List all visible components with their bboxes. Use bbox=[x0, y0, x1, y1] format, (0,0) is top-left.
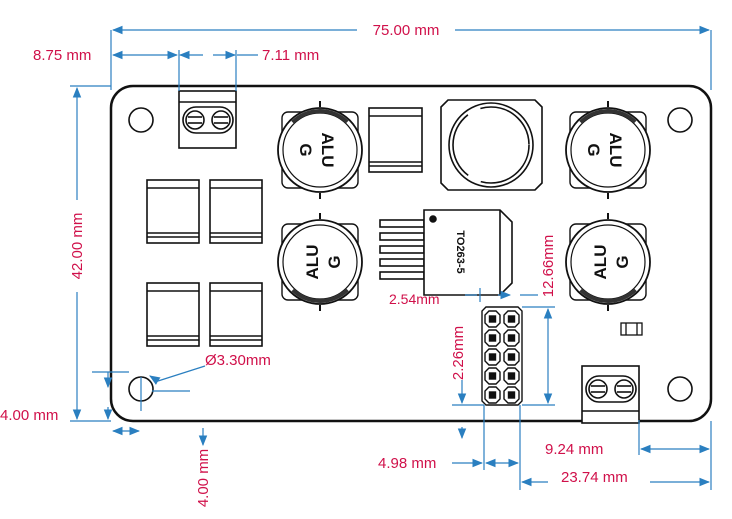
dim-left-to-terminal: 8.75 mm bbox=[33, 47, 91, 64]
smd-resistor bbox=[620, 322, 643, 336]
capacitor-label-alu: ALU bbox=[318, 133, 337, 168]
capacitor-label-g: G bbox=[296, 143, 315, 156]
capacitor-label-alu: ALU bbox=[606, 133, 625, 168]
regulator-to263: TO263-5 bbox=[379, 209, 513, 296]
smd-component-1 bbox=[146, 179, 200, 244]
capacitor-label-alu: ALU bbox=[591, 245, 610, 280]
dim-board-width: 75.00 mm bbox=[373, 22, 440, 39]
smd-component-2 bbox=[209, 179, 263, 244]
dim-header-width: 4.98 mm bbox=[378, 455, 436, 472]
dim-mount-diameter: Ø3.30mm bbox=[205, 352, 271, 369]
dim-ic-pin-pitch: 2.54mm bbox=[389, 291, 440, 307]
capacitor-label-g: G bbox=[325, 255, 344, 268]
dim-terminal-right-offset: 9.24 mm bbox=[545, 441, 603, 458]
dim-board-height: 42.00 mm bbox=[69, 213, 86, 280]
capacitor-label-g: G bbox=[613, 255, 632, 268]
capacitor-label-alu: ALU bbox=[303, 245, 322, 280]
mount-hole-bottom-right bbox=[667, 376, 693, 402]
mount-hole-top-left bbox=[128, 107, 154, 133]
capacitor-label-g: G bbox=[584, 143, 603, 156]
dimension-lines bbox=[70, 25, 712, 490]
terminal-block-bottom bbox=[581, 365, 640, 424]
smd-component-3 bbox=[146, 282, 200, 347]
dimension-labels: 75.00 mm 8.75 mm 7.11 mm 42.00 mm 4.00 m… bbox=[0, 22, 628, 507]
mounting-holes bbox=[128, 107, 693, 402]
dim-mount-offset-y: 4.00 mm bbox=[0, 407, 58, 424]
dim-header-height: 12.66mm bbox=[540, 235, 557, 298]
power-inductor bbox=[440, 99, 543, 191]
regulator-label: TO263-5 bbox=[454, 230, 466, 273]
dim-mount-offset-x: 4.00 mm bbox=[195, 449, 212, 507]
pin-header-2x5 bbox=[481, 306, 523, 406]
mount-hole-top-right bbox=[667, 107, 693, 133]
smd-components bbox=[146, 107, 423, 347]
smd-component-5 bbox=[368, 107, 423, 173]
dim-header-right-offset: 23.74 mm bbox=[561, 469, 628, 486]
terminal-block-top bbox=[178, 90, 237, 149]
smd-component-4 bbox=[209, 282, 263, 347]
dim-header-pitch: 2.26mm bbox=[450, 326, 467, 380]
dim-terminal-pitch: 7.11 mm bbox=[262, 47, 319, 64]
